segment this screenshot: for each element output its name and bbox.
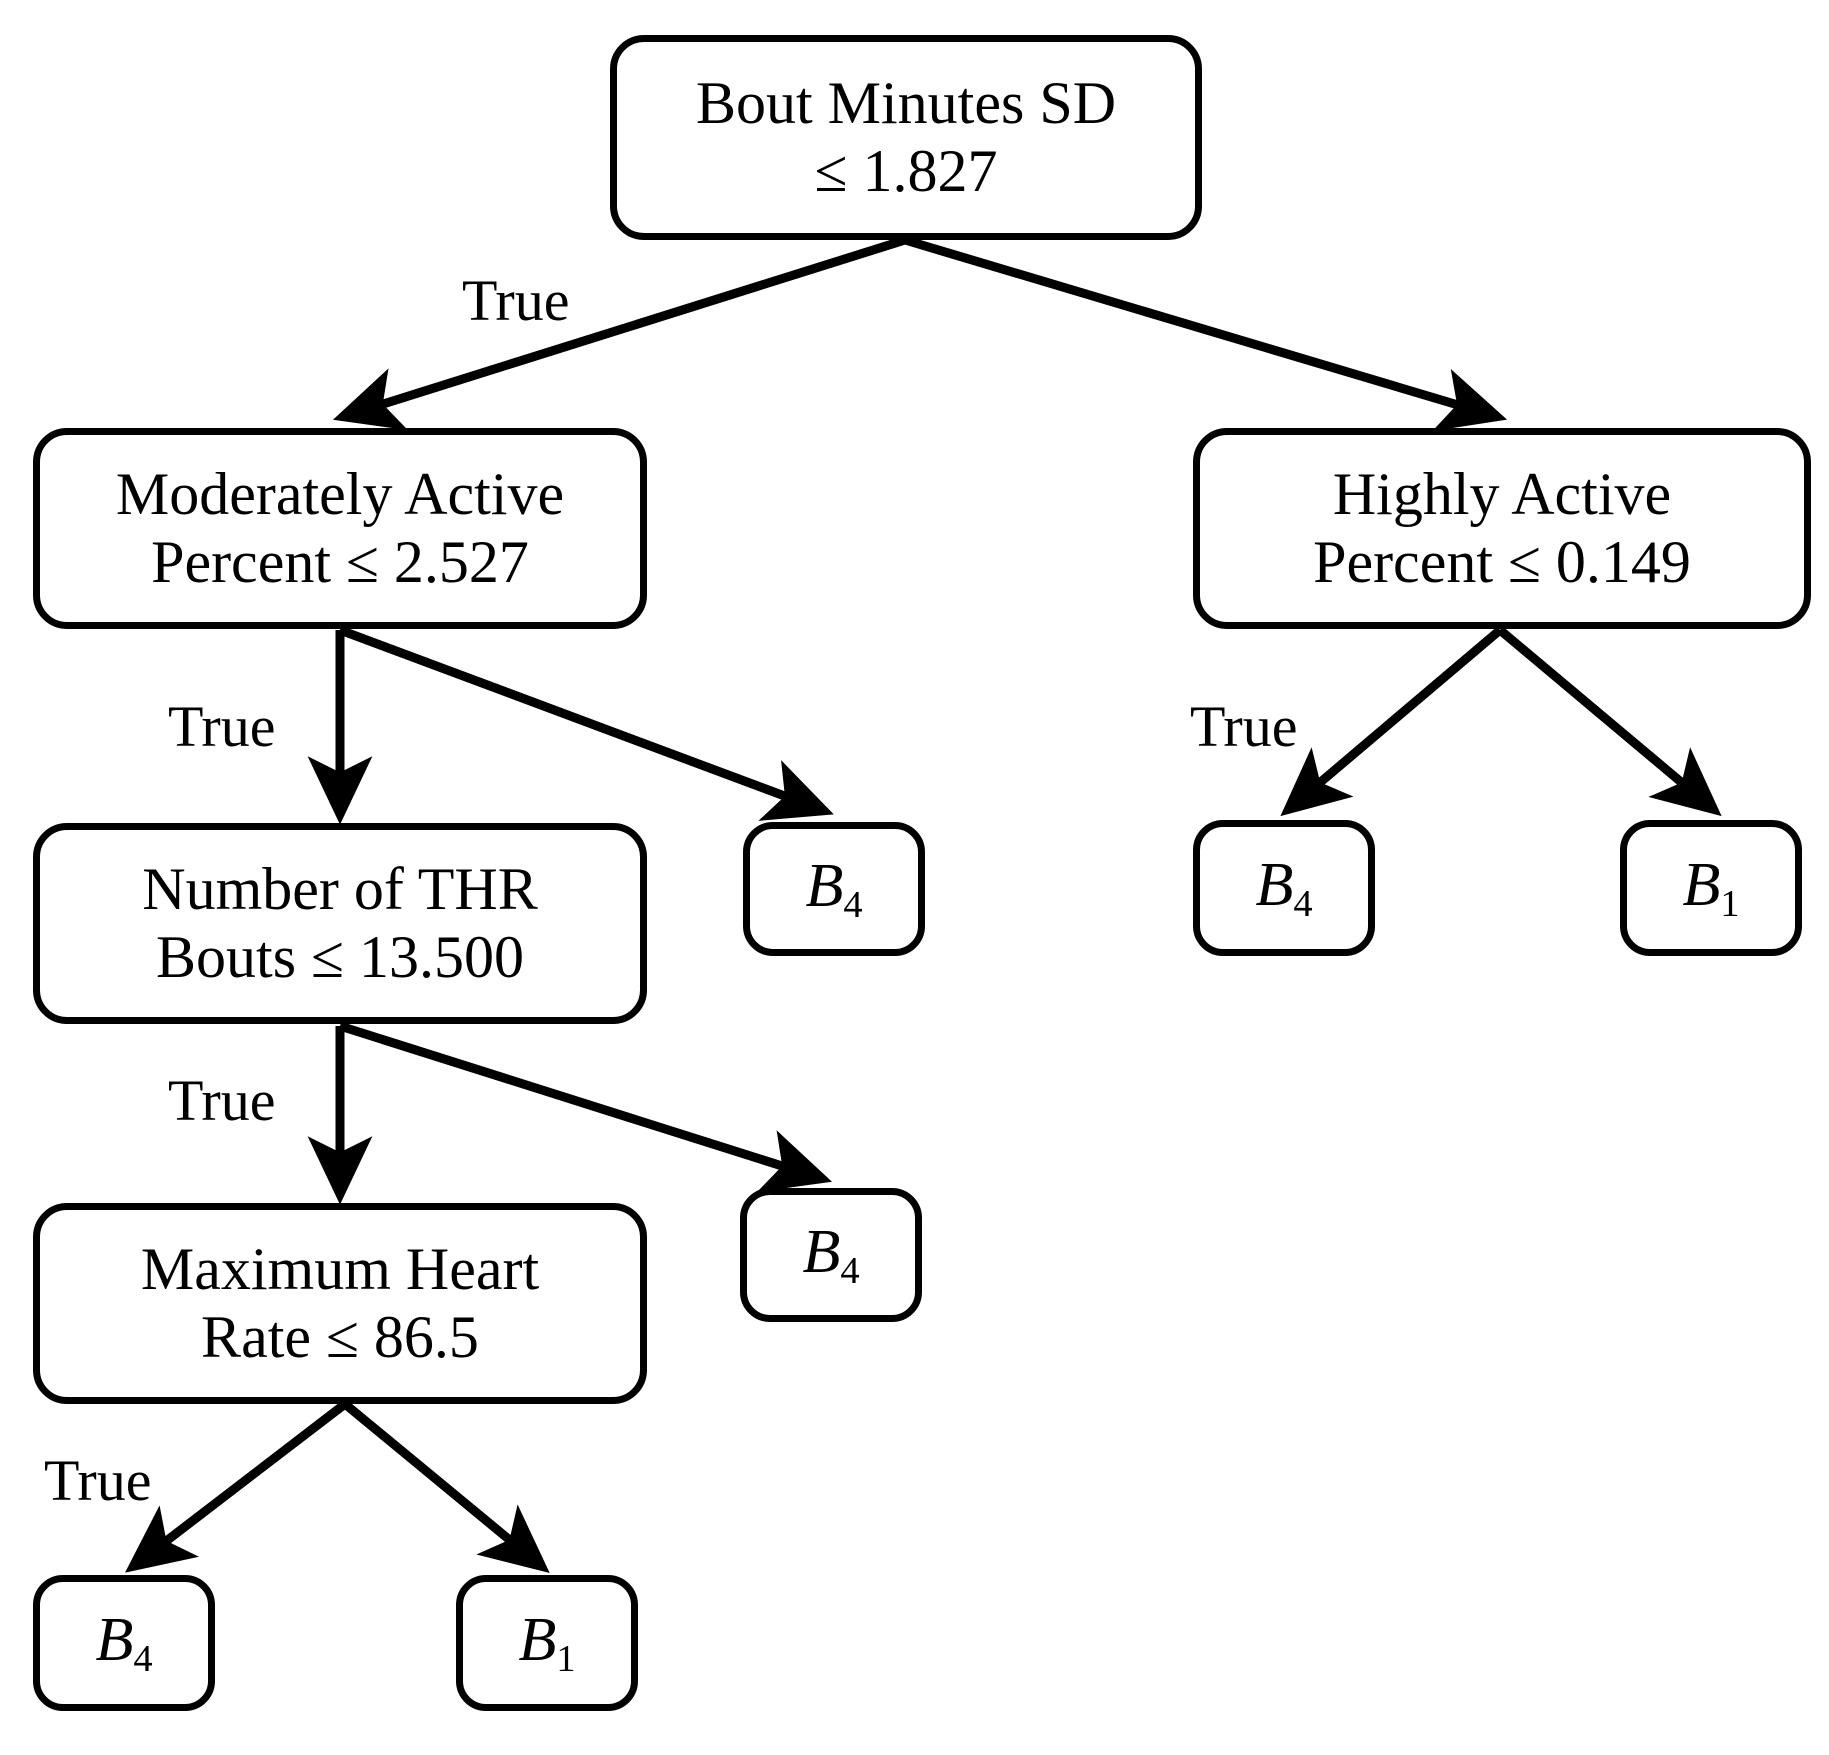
edge-label-moderately-active-true: True (168, 694, 276, 759)
leaf-subscript: 1 (556, 1637, 576, 1680)
leaf-node-b1-max-heart-rate-false[interactable]: B1 (456, 1575, 638, 1711)
node-line-2: Bouts ≤ 13.500 (156, 923, 524, 990)
node-line-1: Bout Minutes SD (695, 70, 1117, 137)
node-moderately-active-percent[interactable]: Moderately Active Percent ≤ 2.527 (33, 428, 647, 629)
leaf-label: B4 (1255, 850, 1313, 925)
leaf-subscript: 1 (1720, 882, 1740, 925)
leaf-node-b4-max-heart-rate-true[interactable]: B4 (33, 1575, 215, 1711)
node-line-1: Maximum Heart (140, 1236, 540, 1303)
leaf-node-b4-moderately-active-false[interactable]: B4 (743, 822, 925, 956)
node-highly-active-percent[interactable]: Highly Active Percent ≤ 0.149 (1193, 428, 1811, 629)
leaf-node-b4-highly-active-true[interactable]: B4 (1193, 820, 1375, 956)
leaf-label: B4 (805, 851, 863, 926)
leaf-label: B1 (1682, 850, 1740, 925)
edge-thr-bouts-to-leaf-b4 (338, 1021, 833, 1193)
node-line-2: Percent ≤ 2.527 (151, 528, 529, 595)
node-bout-minutes-sd[interactable]: Bout Minutes SD ≤ 1.827 (610, 35, 1202, 240)
leaf-subscript: 4 (843, 883, 863, 926)
edge-max-heart-rate-to-leaf-b4 (125, 1400, 348, 1573)
edge-root-to-moderately-active (332, 235, 907, 431)
edge-root-to-highly-active (903, 235, 1508, 432)
leaf-label: B4 (95, 1605, 153, 1680)
node-line-1: Number of THR (142, 856, 538, 923)
leaf-subscript: 4 (840, 1249, 860, 1292)
leaf-label: B4 (802, 1217, 860, 1292)
leaf-label: B1 (518, 1605, 576, 1680)
leaf-node-b4-thr-bouts-false[interactable]: B4 (740, 1188, 922, 1322)
node-line-1: Highly Active (1332, 461, 1672, 528)
node-number-of-thr-bouts[interactable]: Number of THR Bouts ≤ 13.500 (33, 823, 647, 1024)
edge-label-highly-active-true: True (1190, 694, 1298, 759)
edge-label-root-true: True (462, 268, 570, 333)
leaf-subscript: 4 (1293, 882, 1313, 925)
leaf-subscript: 4 (133, 1637, 153, 1680)
node-line-2: Percent ≤ 0.149 (1313, 528, 1691, 595)
node-line-1: Moderately Active (115, 461, 565, 528)
node-line-2: ≤ 1.827 (814, 137, 998, 204)
edge-max-heart-rate-to-leaf-b1 (342, 1400, 550, 1574)
node-line-2: Rate ≤ 86.5 (201, 1303, 479, 1370)
edge-moderately-active-to-leaf-b4 (338, 625, 834, 821)
edge-highly-active-to-leaf-b4 (1280, 626, 1503, 817)
edge-label-thr-bouts-true: True (168, 1068, 276, 1133)
edge-label-max-heart-rate-true: True (44, 1448, 152, 1513)
edge-highly-active-to-leaf-b1 (1497, 626, 1722, 817)
leaf-node-b1-highly-active-false[interactable]: B1 (1620, 820, 1802, 956)
node-maximum-heart-rate[interactable]: Maximum Heart Rate ≤ 86.5 (33, 1203, 647, 1404)
